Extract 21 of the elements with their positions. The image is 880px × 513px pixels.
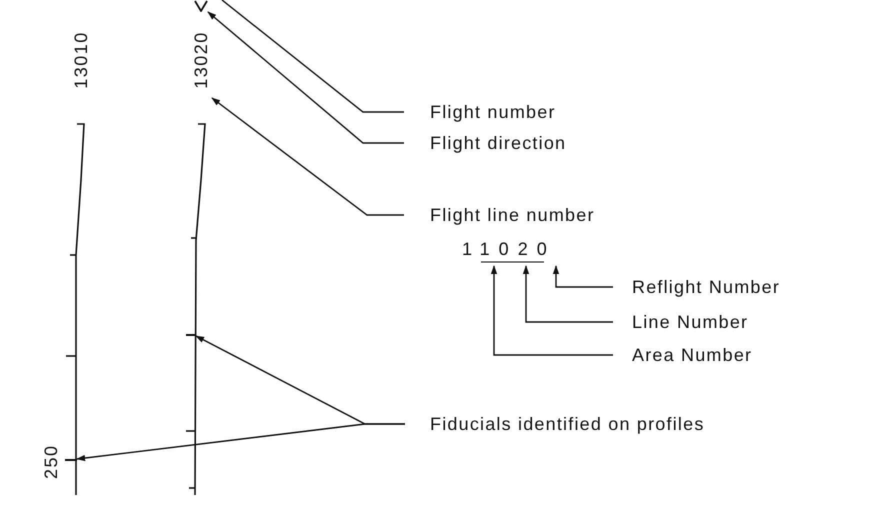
fiducial-tick	[65, 459, 77, 461]
line-code: 11020	[462, 238, 556, 260]
callout-text: Line Number	[613, 311, 748, 333]
callout-text: Flight direction	[404, 132, 566, 154]
profile-number: 13020	[190, 22, 212, 98]
profile-number: 13010	[70, 30, 92, 91]
leader-line	[490, 265, 613, 356]
callout-text: Fiducials identified on profiles	[405, 413, 705, 435]
fiducial-number: 250	[40, 445, 62, 479]
callout-text: Area Number	[613, 344, 752, 366]
leader-line	[76, 423, 405, 462]
leader-line	[207, 11, 404, 144]
direction-chevron	[194, 0, 208, 12]
leader-line	[222, 0, 404, 113]
callout-text: Flight line number	[404, 204, 595, 226]
leader-line	[211, 97, 404, 216]
leader-line	[522, 265, 613, 323]
callout-text: Flight number	[404, 101, 556, 123]
fiducial-tick	[186, 334, 196, 336]
leader-line	[552, 265, 613, 288]
callout-text: Reflight Number	[613, 276, 780, 298]
